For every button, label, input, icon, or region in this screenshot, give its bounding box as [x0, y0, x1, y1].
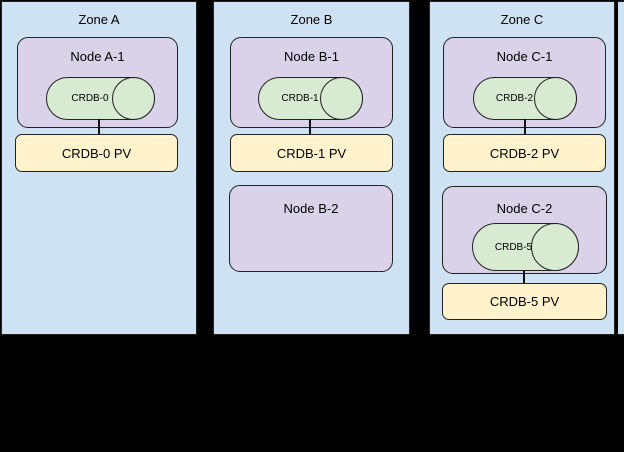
- crdb-0-cylinder: CRDB-0: [46, 77, 155, 120]
- cylinder-cap-icon: [112, 77, 155, 120]
- crdb-2-pv-label: CRDB-2 PV: [489, 145, 560, 161]
- zone-a-title: Zone A: [78, 12, 120, 27]
- crdb-0-pv-label: CRDB-0 PV: [61, 145, 132, 161]
- crdb-0-label: CRDB-0: [71, 93, 109, 104]
- zone-b-title: Zone B: [290, 12, 333, 27]
- zone-c-title: Zone C: [500, 12, 544, 27]
- crdb-1-cylinder: CRDB-1: [258, 77, 363, 120]
- crdb-5-pv-label: CRDB-5 PV: [489, 294, 560, 309]
- crdb-1-pv-box: CRDB-1 PV: [230, 134, 393, 172]
- crdb-5-label: CRDB-5: [494, 241, 533, 253]
- crdb-2-label: CRDB-2: [495, 93, 534, 104]
- cylinder-cap-icon: [531, 223, 579, 271]
- cropped-zone-sliver: [618, 1, 624, 335]
- crdb-1-label: CRDB-1: [281, 93, 319, 104]
- node-b2-box: Node B-2: [229, 185, 393, 272]
- crdb-0-pv-box: CRDB-0 PV: [15, 134, 178, 172]
- crdb-5-pv-box: CRDB-5 PV: [442, 283, 607, 320]
- connector-b: [309, 119, 311, 135]
- crdb-1-pv-label: CRDB-1 PV: [276, 145, 347, 161]
- connector-a: [98, 119, 100, 135]
- connector-c2: [523, 270, 525, 284]
- crdb-5-cylinder: CRDB-5: [472, 223, 579, 271]
- crdb-2-cylinder: CRDB-2: [473, 77, 577, 120]
- node-c1-title: Node C-1: [496, 49, 553, 64]
- connector-c1: [524, 119, 526, 135]
- crdb-2-pv-box: CRDB-2 PV: [443, 134, 606, 172]
- cylinder-cap-icon: [320, 77, 363, 120]
- node-b1-title: Node B-1: [284, 49, 339, 64]
- node-c2-title: Node C-2: [496, 201, 553, 216]
- node-a1-title: Node A-1: [70, 49, 125, 64]
- cylinder-cap-icon: [534, 77, 577, 120]
- node-b2-title: Node B-2: [283, 201, 339, 216]
